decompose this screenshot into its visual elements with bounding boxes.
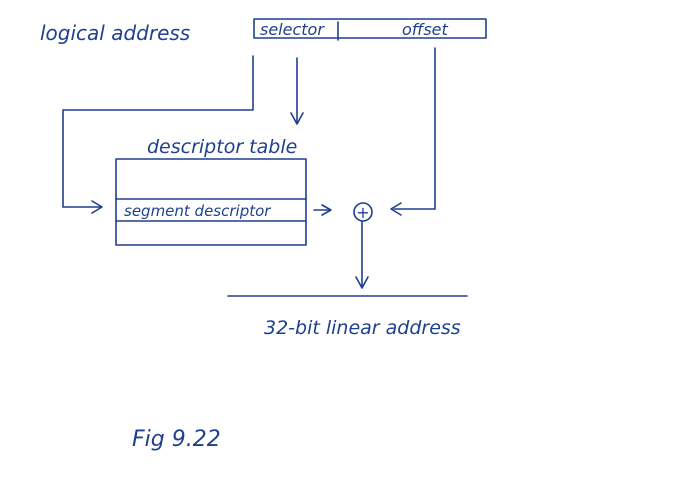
selector-to-descriptor-path [62,55,254,208]
logical-address-box [253,18,487,39]
offset-to-adder-path [393,47,436,210]
selector-to-table-arrowhead [290,112,304,125]
descriptor-table-label: descriptor table [147,136,297,158]
adder-to-linear-arrowhead [355,276,369,289]
offset-label: offset [402,20,449,39]
descriptor-to-adder-arrowhead [321,204,332,216]
logical-address-label: logical address [40,21,190,45]
adder-circle [353,202,373,222]
figure-caption: Fig 9.22 [132,427,221,452]
linear-address-label: 32-bit linear address [264,317,461,339]
selector-label: selector [260,20,325,39]
descriptor-table [115,158,307,246]
segment-descriptor-label: segment descriptor [124,202,271,220]
selector-to-descriptor-arrowhead [91,200,103,214]
offset-to-adder-arrowhead [390,202,402,216]
adder-plus-sign: + [356,203,369,222]
